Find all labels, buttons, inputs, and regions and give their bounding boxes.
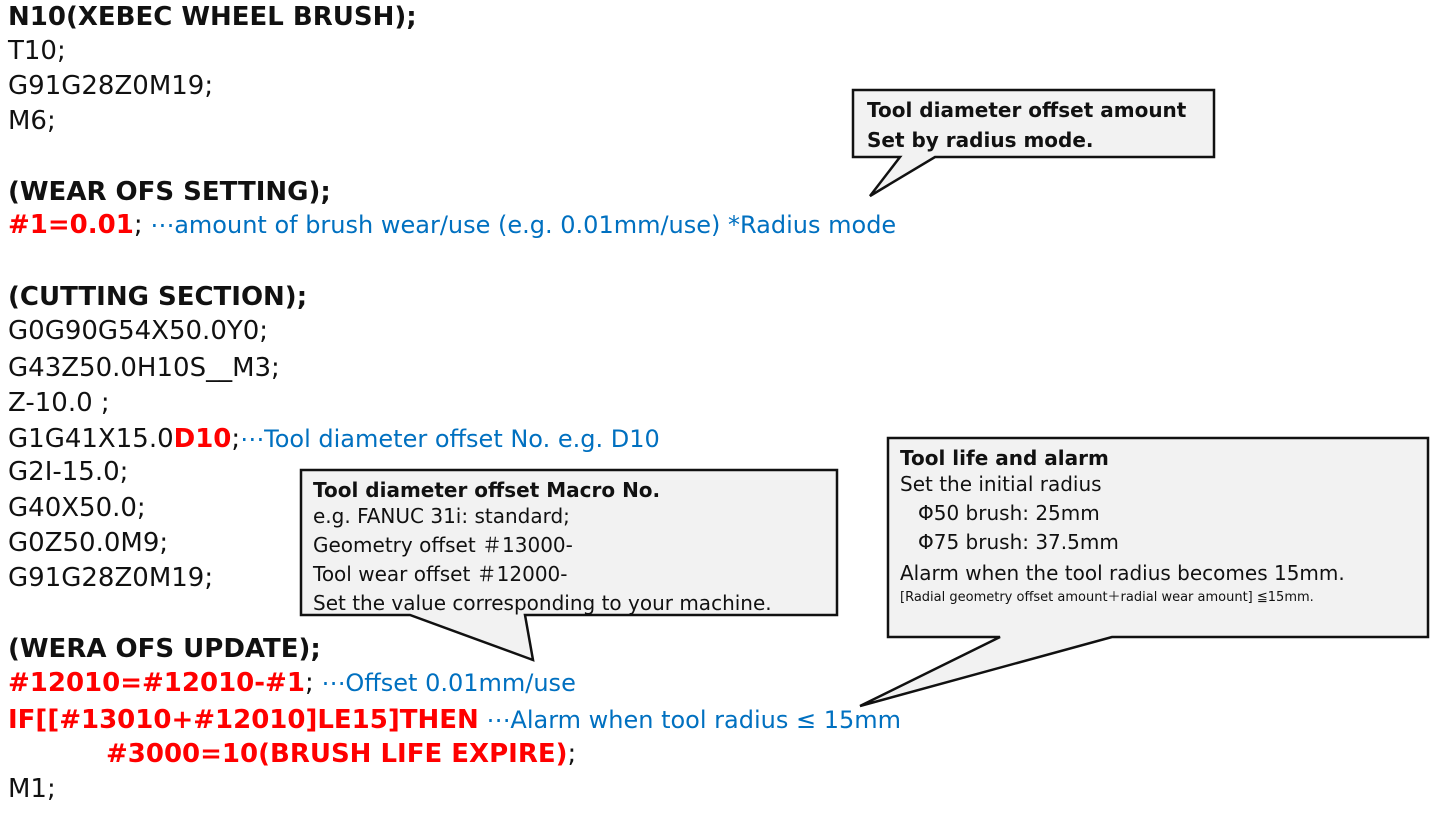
- callout-radius: Tool diameter offset amount Set by radiu…: [867, 98, 1186, 152]
- code-line-if: IF[[#13010+#12010]LE15]THEN ⋯Alarm when …: [8, 703, 901, 737]
- d10-code: D10: [173, 424, 232, 454]
- section-header-update: (WERA OFS UPDATE);: [8, 634, 321, 664]
- callout-life-line: Φ50 brush: 25mm: [918, 501, 1100, 525]
- callout-life-shape: [859, 436, 1430, 708]
- wear-comment: ⋯amount of brush wear/use (e.g. 0.01mm/u…: [142, 211, 897, 239]
- callout-life-line: Alarm when the tool radius becomes 15mm.: [900, 561, 1345, 585]
- code-line: Z-10.0 ;: [8, 388, 110, 418]
- semicolon: ;: [567, 739, 577, 769]
- callout-life: Tool life and alarm Set the initial radi…: [900, 446, 1345, 608]
- callout-life-line: Set the initial radius: [900, 472, 1102, 496]
- code-line: G2I-15.0;: [8, 457, 129, 487]
- alarm-comment: ⋯Alarm when tool radius ≤ 15mm: [478, 706, 902, 734]
- code-line-g41: G1G41X15.0D10;⋯Tool diameter offset No. …: [8, 422, 660, 456]
- callout-macro-line: Geometry offset ＃13000-: [313, 533, 573, 557]
- offset-update-comment: ⋯Offset 0.01mm/use: [313, 669, 576, 697]
- code-line-alarm: #3000=10(BRUSH LIFE EXPIRE);: [106, 737, 576, 771]
- program-header: N10(XEBEC WHEEL BRUSH);: [8, 2, 417, 32]
- code-line: G40X50.0;: [8, 493, 146, 523]
- wear-variable-code: #1=0.01: [8, 210, 134, 240]
- semicolon: ;: [304, 668, 314, 698]
- callout-radius-title: Tool diameter offset amount: [867, 98, 1187, 122]
- callout-macro-title: Tool diameter offset Macro No.: [313, 478, 661, 502]
- callout-life-line: Φ75 brush: 37.5mm: [918, 530, 1119, 554]
- callout-radius-line: Set by radius mode.: [867, 128, 1094, 152]
- code-line: G0G90G54X50.0Y0;: [8, 316, 269, 346]
- code-line: G91G28Z0M19;: [8, 563, 214, 593]
- section-header-wear: (WEAR OFS SETTING);: [8, 177, 331, 207]
- callout-life-formula: [Radial geometry offset amount＋radial we…: [900, 590, 1314, 605]
- code-line: G43Z50.0H10S__M3;: [8, 353, 280, 383]
- if-condition-code: IF[[#13010+#12010]LE15]THEN: [8, 705, 479, 735]
- callout-macro-line: Tool wear offset ＃12000-: [313, 562, 568, 586]
- code-line: T10;: [8, 36, 66, 66]
- semicolon: ;: [231, 424, 241, 454]
- callout-radius-shape: [851, 88, 1216, 198]
- callout-macro-shape: [299, 468, 839, 662]
- code-line-offset-update: #12010=#12010-#1; ⋯Offset 0.01mm/use: [8, 666, 576, 700]
- code-line: G0Z50.0M9;: [8, 528, 169, 558]
- callout-macro: Tool diameter offset Macro No. e.g. FANU…: [313, 478, 772, 618]
- d10-comment: ⋯Tool diameter offset No. e.g. D10: [240, 425, 660, 453]
- code-line: M1;: [8, 774, 56, 804]
- section-header-cutting: (CUTTING SECTION);: [8, 282, 308, 312]
- callout-life-title: Tool life and alarm: [900, 446, 1109, 470]
- g41-code: G1G41X15.0: [8, 424, 174, 454]
- semicolon: ;: [133, 210, 143, 240]
- callout-macro-line: Set the value corresponding to your mach…: [313, 591, 772, 615]
- code-line: G91G28Z0M19;: [8, 71, 214, 101]
- code-line-wear-setting: #1=0.01; ⋯amount of brush wear/use (e.g.…: [8, 208, 896, 242]
- alarm-code: #3000=10(BRUSH LIFE EXPIRE): [106, 739, 568, 769]
- callout-macro-line: e.g. FANUC 31i: standard;: [313, 504, 570, 528]
- code-line: M6;: [8, 106, 56, 136]
- offset-update-code: #12010=#12010-#1: [8, 668, 305, 698]
